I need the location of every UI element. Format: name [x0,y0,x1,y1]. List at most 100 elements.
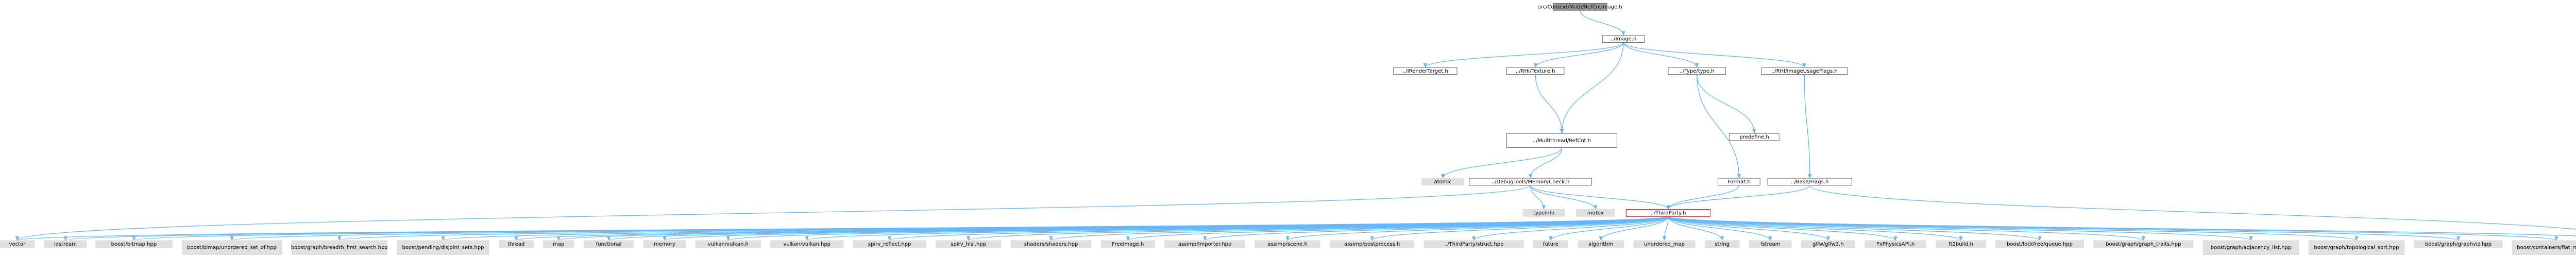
node-label-flat_map: boost/containers/flat_map.hpp [2517,245,2576,251]
node-box-postprocess [1329,240,1415,248]
node-box-thirdparty [1625,209,1711,217]
node-box-irendertarget [1393,67,1458,75]
node-typeinfo: typeinfo [1522,209,1565,217]
node-box-thread [498,240,534,248]
node-imageusage[interactable]: ../RHI/ImageUsageFlags.h [1761,67,1848,75]
node-box-predefine [1729,133,1780,141]
node-box-bitmap [95,240,173,248]
node-tpstruct: ../ThirdParty/struct.hpp [1423,240,1524,248]
node-label-map: map [553,242,564,247]
edge-thirdparty-to-lockfree [1668,216,2042,241]
node-label-graphviz: boost/graph/graphviz.hpp [2425,242,2492,247]
node-label-predefine: predefine.h [1739,134,1769,140]
node-box-typeinfo [1522,209,1565,217]
node-label-texture: ../RHI/Texture.h [1516,68,1555,74]
node-box-spirv_hlsl [936,240,1002,248]
node-label-iostream: iostream [54,242,77,247]
node-label-memcheck: ../DebugTools/MemoryCheck.h [1492,179,1570,185]
edge-baseflags-to-type_traits [1809,185,2576,230]
node-refcnt[interactable]: ../Multithread/RefCnt.h [1506,133,1617,148]
node-label-adjacency: boost/graph/adjacency_list.hpp [2211,245,2291,251]
node-box-iostream [44,240,87,248]
node-box-memcheck [1469,178,1592,186]
node-irendertarget[interactable]: ../IRenderTarget.h [1393,67,1458,75]
node-box-vulkanh [695,240,761,248]
edge-thirdparty-to-algorithm [1599,216,1669,241]
node-label-memory: memory [654,242,675,247]
node-label-mutex: mutex [1587,210,1604,216]
edge-thirdparty-to-glfw [1668,216,1830,241]
node-memcheck[interactable]: ../DebugTools/MemoryCheck.h [1469,178,1592,186]
node-root[interactable]: src/Context/Math/RefCntImage.h [1538,3,1622,11]
node-label-topological: boost/graph/topological_sort.hpp [2314,245,2399,251]
node-box-importer [1164,240,1246,248]
node-baseflags[interactable]: ../Base/Flags.h [1767,178,1852,186]
node-label-freeimage: FreeImage.h [1112,242,1144,247]
edge-thirdparty-to-postprocess [1370,216,1669,241]
edge-memcheck-to-mutex [1530,185,1598,210]
node-predefine[interactable]: predefine.h [1729,133,1780,141]
edge-image-to-texture [1533,42,1624,68]
node-box-unordered_map [1633,240,1696,248]
node-ftbuild: ft2build.h [1936,240,1986,248]
node-image[interactable]: ../Image.h [1602,35,1645,43]
edge-root-to-image [1580,10,1625,36]
edge-image-to-irendertarget [1423,42,1624,68]
edge-thirdparty-to-freeimage [1126,216,1669,241]
node-memory: memory [643,240,686,248]
node-iostream: iostream [44,240,87,248]
edge-thirdparty-to-functional [607,216,1669,241]
edge-image-to-typetypeh [1623,42,1699,68]
node-label-atomic: atomic [1434,179,1451,185]
node-importer: assimp/Importer.hpp [1164,240,1246,248]
node-typetypeh[interactable]: ../Type/type.h [1668,67,1726,75]
node-box-tpstruct [1423,240,1524,248]
node-box-freeimage [1100,240,1155,248]
edge-thirdparty-to-ftbuild [1668,216,1963,241]
node-box-shaders [1010,240,1092,248]
node-box-mutex [1576,209,1615,217]
node-disjoint: boost/pending/disjoint_sets.hpp [397,240,489,255]
edge-image-to-imageusage [1623,42,1806,68]
node-thirdparty[interactable]: ../ThirdParty.h [1625,209,1711,217]
node-texture[interactable]: ../RHI/Texture.h [1506,67,1565,75]
edges-layer [15,10,2576,241]
node-box-format [1718,178,1760,186]
node-label-vector: vector [9,242,26,247]
node-box-string [1704,240,1740,248]
edge-memcheck-to-typeinfo [1530,185,1546,210]
node-label-image: ../Image.h [1611,37,1637,42]
node-box-ftbuild [1936,240,1986,248]
node-label-tpstruct: ../ThirdParty/struct.hpp [1444,242,1503,247]
node-label-vulkanh: vulkan/vulkan.h [708,242,749,247]
edge-thirdparty-to-unordered_set [230,216,1669,241]
node-thread: thread [498,240,534,248]
node-box-atomic [1421,178,1464,186]
edge-thirdparty-to-future [1549,216,1669,241]
node-unordered_map: unordered_map [1633,240,1696,248]
node-box-physx [1865,240,1927,248]
edge-thirdparty-to-tpstruct [1472,216,1669,241]
edge-memcheck-to-thirdparty [1530,185,1670,210]
node-label-graph_traits: boost/graph/graph_traits.hpp [2106,242,2181,247]
edge-refcnt-to-atomic [1440,147,1563,179]
node-label-scene: assimp/scene.h [1267,242,1308,247]
node-format[interactable]: Format.h [1718,178,1760,186]
edge-thirdparty-to-type_traits [1668,216,2576,236]
node-label-refcnt: ../Multithread/RefCnt.h [1533,138,1591,144]
node-unordered_set: boost/bimap/unordered_set_of.hpp [182,240,282,255]
edge-thirdparty-to-fstream [1668,216,1772,241]
node-label-string: string [1715,242,1730,247]
edge-thirdparty-to-scene [1285,216,1669,241]
node-box-spirv_reflect [853,240,926,248]
edge-texture-to-refcnt [1535,74,1564,134]
node-box-bfs [291,240,388,255]
node-lockfree: boost/lockfree/queue.hpp [1995,240,2084,248]
node-glfw: glfw/glfw3.h [1801,240,1855,248]
edge-thirdparty-to-adjacency [1668,216,2253,241]
node-bitmap: boost/bitmap.hpp [95,240,173,248]
node-label-lockfree: boost/lockfree/queue.hpp [2007,242,2073,247]
node-label-thirdparty: ../ThirdParty.h [1650,210,1686,216]
node-vector: vector [0,240,35,248]
